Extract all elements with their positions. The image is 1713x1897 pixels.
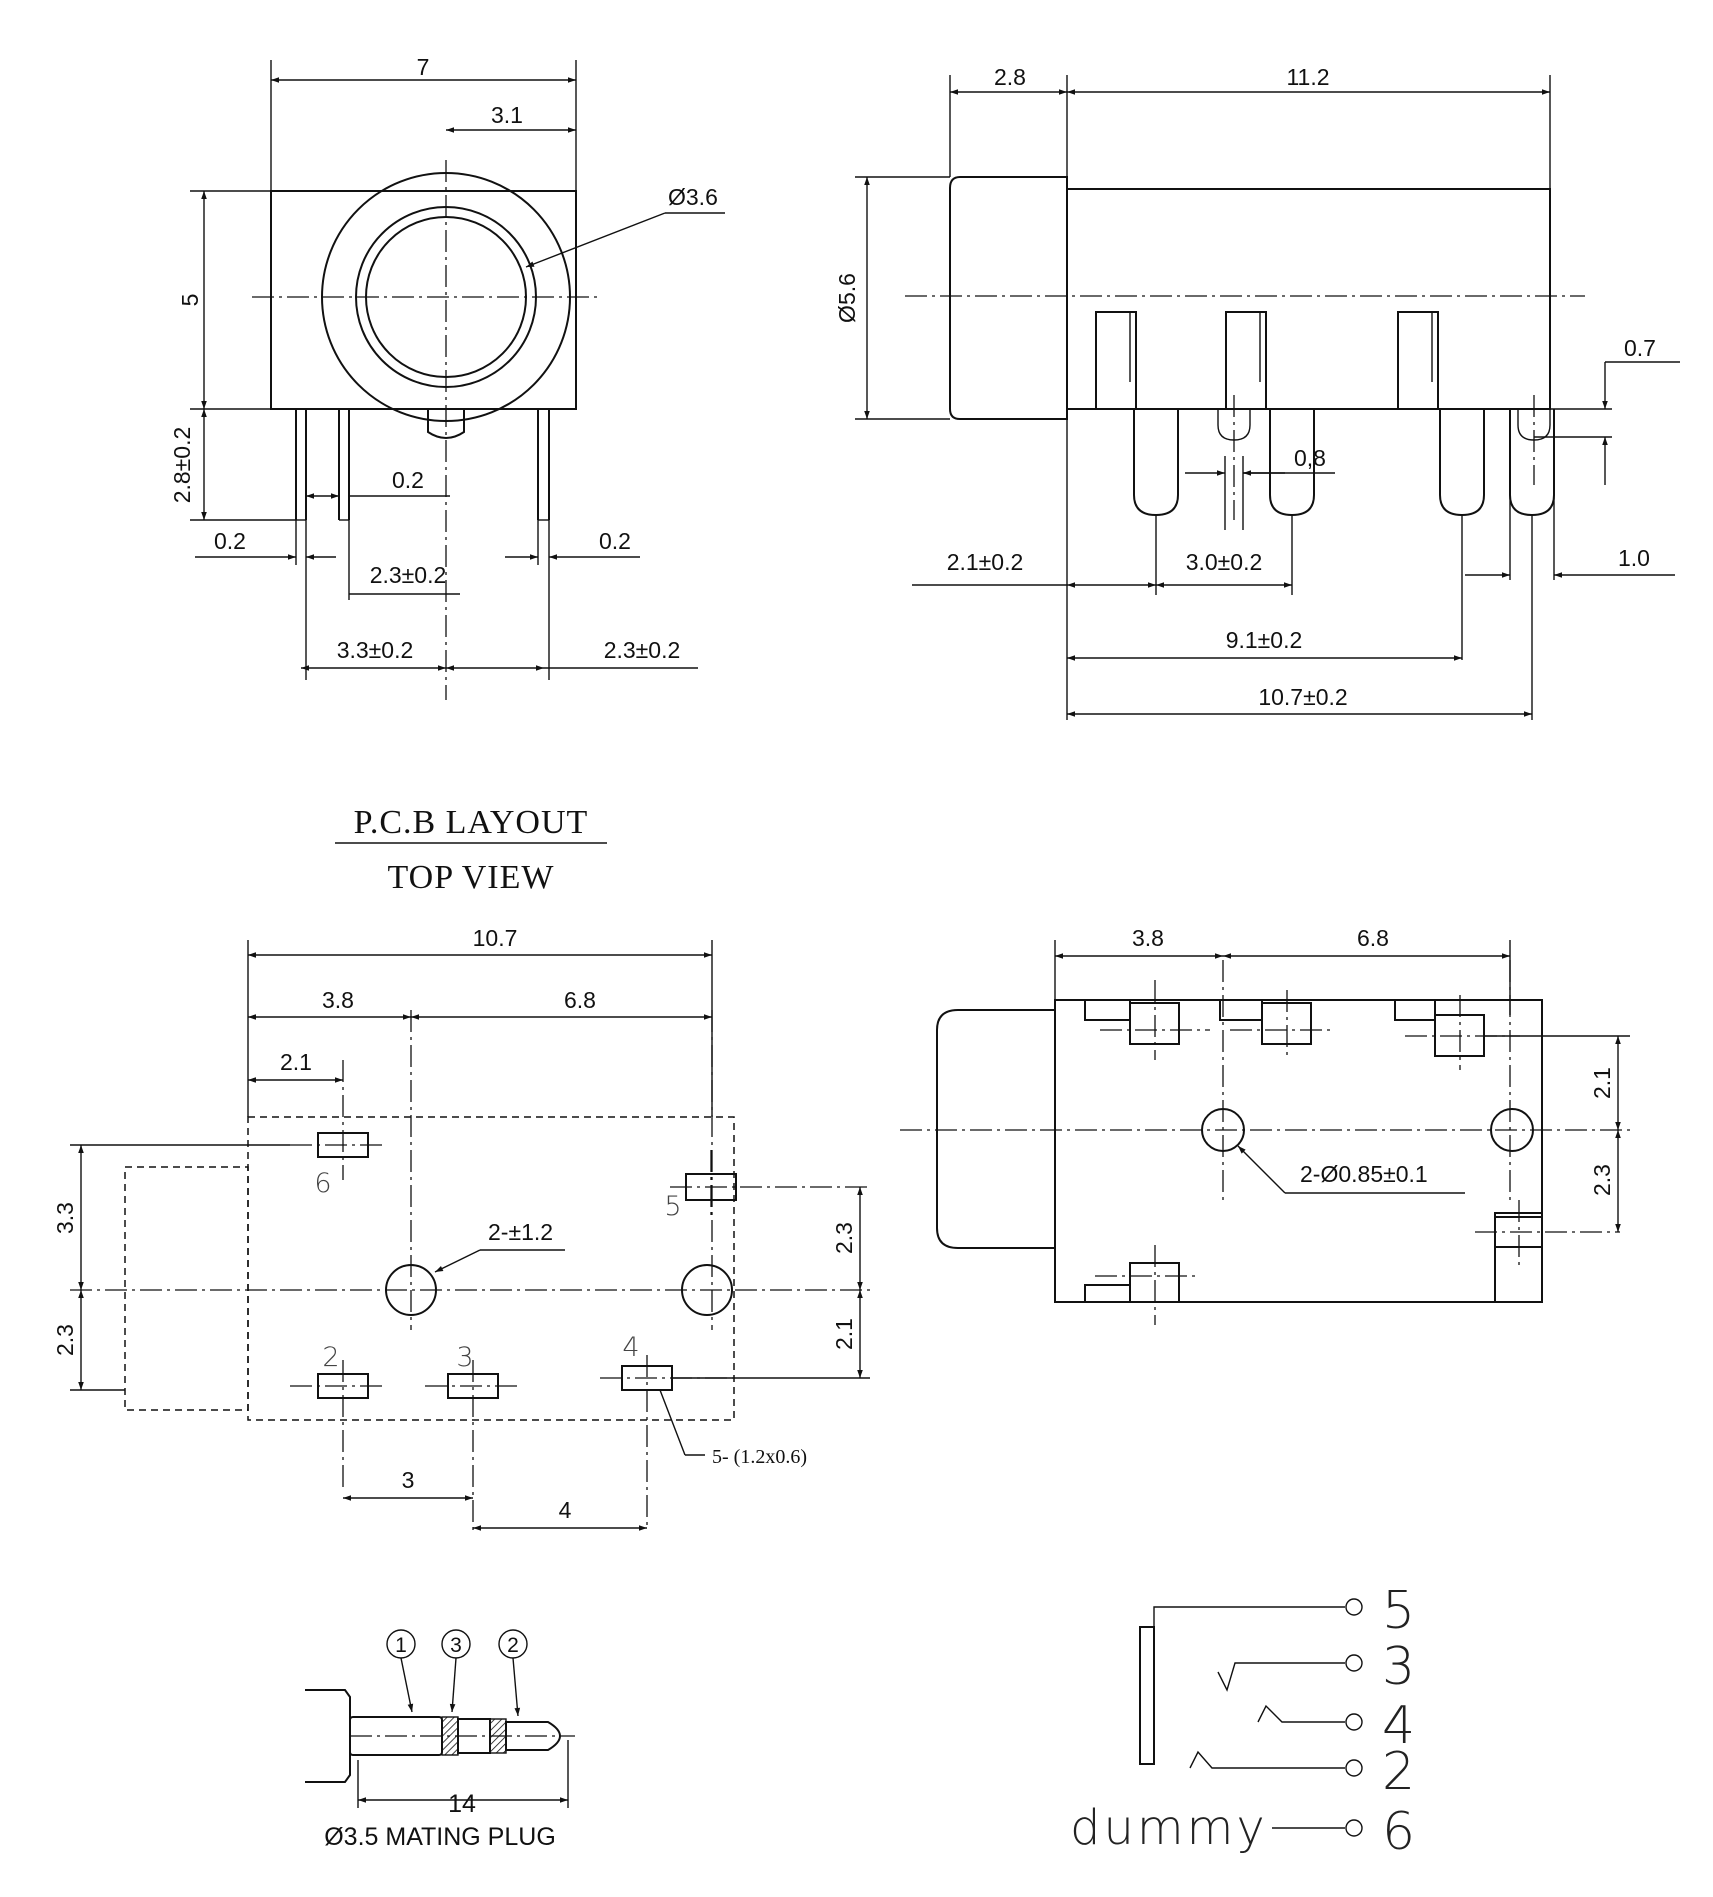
pcb-pad-label: 5- (1.2x0.6) [712, 1446, 807, 1468]
bottom-dim-68: 6.8 [1357, 925, 1389, 951]
pcb-dim-3: 3 [402, 1467, 415, 1493]
side-body [1066, 188, 1551, 410]
pcb-pin-2: 2 [322, 1342, 339, 1373]
dim-pin-02-mid: 0.2 [392, 467, 424, 493]
pcb-dim-68: 6.8 [564, 987, 596, 1013]
schematic-sleeve-bar [1139, 1626, 1155, 1765]
pcb-dim-21-right: 2.1 [831, 1318, 857, 1350]
dim-107: 10.7±0.2 [1258, 684, 1347, 710]
pcb-pin-4: 4 [622, 1332, 639, 1363]
dim-diameter-56: Ø5.6 [834, 273, 860, 323]
dim-width: 7 [417, 54, 430, 80]
schematic-pin-2: 2 [1382, 1742, 1415, 1802]
pcb-dim-21: 2.1 [280, 1049, 312, 1075]
dim-30: 3.0±0.2 [1186, 549, 1263, 575]
schematic-pin-6: 6 [1382, 1802, 1415, 1862]
bottom-hole-2 [1490, 1108, 1534, 1152]
dim-112: 11.2 [1286, 64, 1329, 90]
bottom-dim-38: 3.8 [1132, 925, 1164, 951]
plug-handle [305, 1689, 351, 1783]
dim-height: 5 [177, 294, 203, 307]
side-view: 2.8 11.2 Ø5.6 0.7 0,8 2.1±0.2 3.0±0.2 [834, 64, 1680, 720]
dim-08: 0,8 [1294, 445, 1326, 471]
plug-caption: Ø3.5 MATING PLUG [324, 1823, 556, 1851]
pcb-hole-2 [681, 1264, 733, 1316]
dim-spacing-33: 3.3±0.2 [337, 637, 414, 663]
front-view: 7 3.1 Ø3.6 5 2.8±0.2 0.2 0.2 0.2 2.3±0 [169, 54, 725, 700]
pcb-layout: 6 5 2 3 4 10.7 3.8 6.8 2.1 3.3 2.3 2.3 2… [52, 925, 870, 1531]
pcb-hole-label: 2-±1.2 [488, 1219, 553, 1245]
pcb-pin-6: 6 [314, 1168, 331, 1199]
dim-21: 2.1±0.2 [947, 549, 1024, 575]
pcb-dim-4: 4 [559, 1497, 572, 1523]
bottom-hole-1 [1201, 1108, 1245, 1152]
pcb-footprint-outline [247, 1116, 735, 1421]
side-pin-1 [1133, 409, 1179, 517]
bottom-dim-21: 2.1 [1589, 1067, 1615, 1099]
schematic: 5 3 4 2 6 dummy [1070, 1581, 1415, 1862]
bottom-view: 3.8 6.8 2.1 2.3 2-Ø0.85±0.1 [900, 925, 1630, 1325]
plug-marker-3: 3 [450, 1634, 462, 1657]
side-pin-4 [1509, 409, 1555, 517]
plug-marker-1: 1 [395, 1634, 407, 1657]
terminal-2 [1345, 1759, 1363, 1777]
schematic-pin-5: 5 [1382, 1581, 1415, 1641]
side-nose [949, 176, 1068, 420]
pcb-dim-38: 3.8 [322, 987, 354, 1013]
dim-10: 1.0 [1618, 545, 1650, 571]
pcb-dim-23-right: 2.3 [831, 1222, 857, 1254]
pcb-title: P.C.B LAYOUT TOP VIEW [335, 804, 607, 896]
pcb-title-line1: P.C.B LAYOUT [354, 804, 589, 841]
terminal-5 [1345, 1598, 1363, 1616]
bottom-nose [936, 1009, 1055, 1249]
schematic-pin-3: 3 [1382, 1637, 1415, 1697]
terminal-6 [1345, 1819, 1363, 1837]
bottom-dim-23: 2.3 [1589, 1164, 1615, 1196]
schematic-pin-4: 4 [1382, 1696, 1415, 1756]
front-key [427, 410, 465, 439]
plug-tip [505, 1721, 561, 1751]
pcb-dim-23-left: 2.3 [52, 1324, 78, 1356]
terminal-4 [1345, 1713, 1363, 1731]
mating-plug: 1 3 2 14 Ø3.5 MATING PLUG [305, 1629, 575, 1851]
dim-pin-height: 2.8±0.2 [169, 427, 195, 504]
terminal-3 [1345, 1654, 1363, 1672]
dim-offset-31: 3.1 [491, 102, 523, 128]
pcb-pin-5: 5 [664, 1191, 681, 1222]
front-body [270, 190, 577, 410]
side-pin-3 [1439, 409, 1485, 517]
plug-length: 14 [448, 1790, 476, 1818]
dim-pin-02-right: 0.2 [599, 528, 631, 554]
dim-pin-02-left: 0.2 [214, 528, 246, 554]
bottom-body [1054, 999, 1543, 1303]
dim-spacing-23-b: 2.3±0.2 [604, 637, 681, 663]
pcb-nose-outline [124, 1166, 249, 1411]
bottom-hole-label: 2-Ø0.85±0.1 [1300, 1161, 1428, 1187]
pcb-title-line2: TOP VIEW [388, 859, 555, 896]
dim-diameter-36: Ø3.6 [668, 184, 718, 210]
dim-91: 9.1±0.2 [1226, 627, 1303, 653]
pcb-dim-33: 3.3 [52, 1202, 78, 1234]
dim-07: 0.7 [1624, 335, 1656, 361]
dim-spacing-23-a: 2.3±0.2 [370, 562, 447, 588]
pcb-pin-3: 3 [456, 1342, 473, 1373]
pcb-dim-107: 10.7 [473, 925, 518, 951]
plug-marker-2: 2 [507, 1634, 519, 1657]
pcb-hole-1 [385, 1264, 437, 1316]
dim-28: 2.8 [994, 64, 1026, 90]
schematic-dummy-label: dummy [1070, 1800, 1268, 1856]
